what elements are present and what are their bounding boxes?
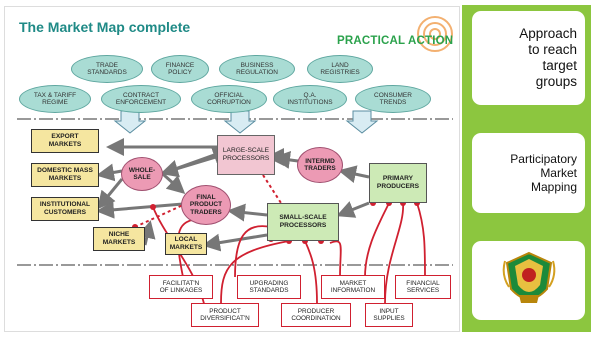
service-box: PRODUCER COORDINATION xyxy=(281,303,351,327)
actor-label: WHOLE- SALE xyxy=(128,166,156,182)
environment-oval: TAX & TARIFF REGIME xyxy=(19,85,91,113)
market-box: NICHE MARKETS xyxy=(93,227,145,251)
market-map-diagram: The Market Map complete PRACTICAL ACTION… xyxy=(4,6,460,332)
service-box: INPUT SUPPLIES xyxy=(365,303,413,327)
dotted-links xyxy=(134,174,282,228)
emblem-card xyxy=(472,241,585,320)
market-label: DOMESTIC MASS MARKETS xyxy=(37,167,93,182)
university-crest-icon xyxy=(502,251,555,303)
env-label: LAND REGISTRIES xyxy=(320,61,360,77)
market-box: EXPORT MARKETS xyxy=(31,129,99,153)
final-traders-node: FINAL PRODUCT TRADERS xyxy=(181,185,231,225)
env-label: FINANCE POLICY xyxy=(165,61,195,77)
actor-label: INTERMD TRADERS xyxy=(304,157,336,173)
service-label: UPGRADING STANDARDS xyxy=(249,279,289,295)
market-box: INSTITUTIONAL CUSTOMERS xyxy=(31,197,99,221)
service-box: FACILITAT'N OF LINKAGES xyxy=(149,275,213,299)
approach-card: Approach to reach target groups xyxy=(472,11,585,105)
service-label: FINANCIAL SERVICES xyxy=(406,279,440,295)
intermd-traders-node: INTERMD TRADERS xyxy=(297,147,343,183)
env-label: CONTRACT ENFORCEMENT xyxy=(115,91,167,107)
wholesale-node: WHOLE- SALE xyxy=(121,157,163,191)
actor-label: FINAL PRODUCT TRADERS xyxy=(189,193,223,216)
env-label: BUSINESS REGULATION xyxy=(236,61,278,77)
approach-label: Approach to reach target groups xyxy=(519,26,577,89)
env-label: TAX & TARIFF REGIME xyxy=(33,91,77,107)
service-label: MARKET INFORMATION xyxy=(330,279,376,295)
sidebar: Approach to reach target groups Particip… xyxy=(462,5,591,332)
service-box: UPGRADING STANDARDS xyxy=(237,275,301,299)
small-processors-node: SMALL-SCALE PROCESSORS xyxy=(267,203,339,241)
env-label: TRADE STANDARDS xyxy=(87,61,127,77)
participatory-card: Participatory Market Mapping xyxy=(472,133,585,213)
env-label: OFFICIAL CORRUPTION xyxy=(207,91,251,107)
actor-label: SMALL-SCALE PROCESSORS xyxy=(279,214,327,229)
environment-oval: OFFICIAL CORRUPTION xyxy=(191,85,267,113)
participatory-label: Participatory Market Mapping xyxy=(510,152,577,194)
market-box: LOCAL MARKETS xyxy=(165,233,207,255)
environment-oval: CONSUMER TRENDS xyxy=(355,85,431,113)
service-label: PRODUCT DIVERSIFICAT'N xyxy=(200,307,250,323)
environment-oval: FINANCE POLICY xyxy=(151,55,209,83)
logo-swirl-icon xyxy=(417,16,453,52)
service-label: FACILITAT'N OF LINKAGES xyxy=(159,279,203,295)
market-label: LOCAL MARKETS xyxy=(169,236,203,251)
market-box: DOMESTIC MASS MARKETS xyxy=(31,163,99,187)
env-label: CONSUMER TRENDS xyxy=(374,91,412,107)
environment-oval: LAND REGISTRIES xyxy=(307,55,373,83)
environment-oval: TRADE STANDARDS xyxy=(71,55,143,83)
service-box: MARKET INFORMATION xyxy=(321,275,385,299)
market-label: EXPORT MARKETS xyxy=(48,133,82,148)
service-label: PRODUCER COORDINATION xyxy=(291,307,341,323)
service-box: PRODUCT DIVERSIFICAT'N xyxy=(191,303,259,327)
service-box: FINANCIAL SERVICES xyxy=(395,275,451,299)
environment-down-arrows xyxy=(113,110,379,134)
market-label: NICHE MARKETS xyxy=(102,231,136,246)
environment-oval: Q.A. INSTITUTIONS xyxy=(273,85,347,113)
environment-oval: CONTRACT ENFORCEMENT xyxy=(101,85,181,113)
env-label: Q.A. INSTITUTIONS xyxy=(287,91,333,107)
large-processors-node: LARGE-SCALE PROCESSORS xyxy=(217,135,275,175)
primary-producers-node: PRIMARY PRODUCERS xyxy=(369,163,427,203)
market-label: INSTITUTIONAL CUSTOMERS xyxy=(39,201,91,216)
practical-action-logo: PRACTICAL ACTION xyxy=(337,35,454,47)
actor-label: PRIMARY PRODUCERS xyxy=(376,175,420,190)
service-label: INPUT SUPPLIES xyxy=(373,307,405,323)
environment-oval: BUSINESS REGULATION xyxy=(219,55,295,83)
diagram-title: The Market Map complete xyxy=(19,19,191,35)
actor-label: LARGE-SCALE PROCESSORS xyxy=(222,147,270,162)
